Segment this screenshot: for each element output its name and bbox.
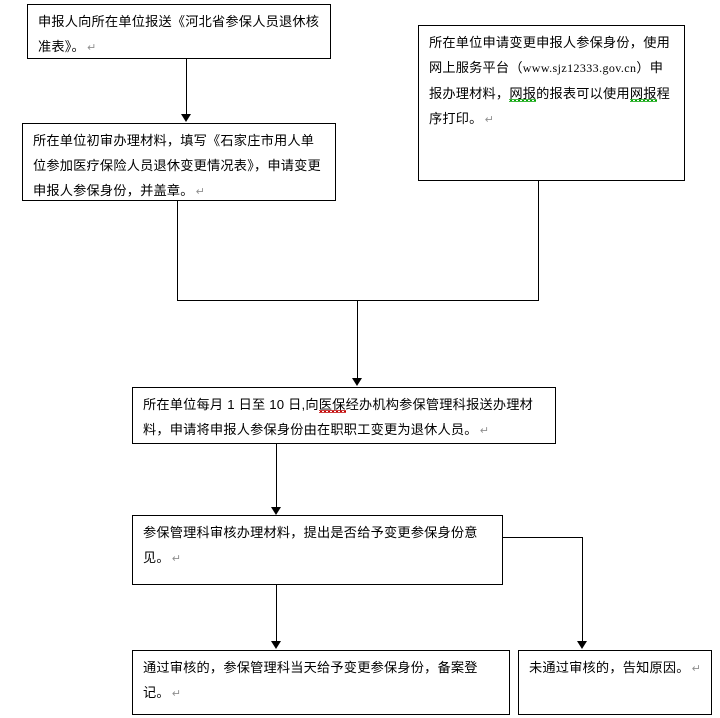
spelling-mark-1: 网报 xyxy=(509,86,537,101)
node-section-audit-text: 参保管理科审核办理材料，提出是否给予变更参保身份意见。↵ xyxy=(143,525,478,565)
connector-monthly-submit-to-audit-line xyxy=(276,444,277,508)
node-online-platform[interactable]: 所在单位申请变更申报人参保身份，使用网上服务平台（www.sjz12333.go… xyxy=(418,25,685,181)
return-mark: ↵ xyxy=(691,662,702,675)
connector-monthly-submit-to-audit-arrowhead xyxy=(271,507,281,515)
node-monthly-submit[interactable]: 所在单位每月 1 日至 10 日,向医保经办机构参保管理科报送办理材料，申请将申… xyxy=(132,387,556,444)
return-mark: ↵ xyxy=(479,424,490,437)
node-approved[interactable]: 通过审核的，参保管理科当天给予变更参保身份，备案登记。↵ xyxy=(132,650,510,715)
node-section-audit[interactable]: 参保管理科审核办理材料，提出是否给予变更参保身份意见。↵ xyxy=(132,515,503,585)
connector-merge-to-monthly-submit-line xyxy=(357,300,358,379)
node-employer-review[interactable]: 所在单位初审办理材料，填写《石家庄市用人单位参加医疗保险人员退休变更情况表》，申… xyxy=(22,123,336,201)
spelling-mark-2: 网报 xyxy=(629,86,657,101)
node-apply-submit[interactable]: 申报人向所在单位报送《河北省参保人员退休核准表》。↵ xyxy=(27,4,331,59)
connector-merge-to-monthly-submit-arrowhead xyxy=(352,378,362,386)
connector-employer-review-to-merge xyxy=(177,201,178,301)
connector-audit-to-approved-arrowhead xyxy=(271,641,281,649)
connector-audit-to-rejected-vertical xyxy=(582,537,583,642)
return-mark: ↵ xyxy=(171,687,182,700)
return-mark: ↵ xyxy=(195,185,206,198)
node-employer-review-text: 所在单位初审办理材料，填写《石家庄市用人单位参加医疗保险人员退休变更情况表》，申… xyxy=(33,133,321,198)
node-rejected[interactable]: 未通过审核的，告知原因。↵ xyxy=(518,650,712,715)
connector-audit-to-approved-line xyxy=(276,585,277,642)
node-rejected-text: 未通过审核的，告知原因。↵ xyxy=(529,660,702,675)
node-monthly-submit-text: 所在单位每月 1 日至 10 日,向医保经办机构参保管理科报送办理材料，申请将申… xyxy=(143,397,534,437)
return-mark: ↵ xyxy=(171,552,182,565)
return-mark: ↵ xyxy=(484,113,494,126)
connector-merge-bus xyxy=(177,300,539,301)
node-online-platform-text: 所在单位申请变更申报人参保身份，使用网上服务平台（www.sjz12333.go… xyxy=(429,35,670,126)
connector-apply-to-employer-review-arrowhead xyxy=(181,114,191,122)
connector-online-platform-to-merge xyxy=(538,181,539,301)
node-apply-submit-text: 申报人向所在单位报送《河北省参保人员退休核准表》。↵ xyxy=(38,14,320,54)
connector-audit-to-rejected-arrowhead xyxy=(577,641,587,649)
connector-apply-to-employer-review-line xyxy=(186,59,187,115)
node-approved-text: 通过审核的，参保管理科当天给予变更参保身份，备案登记。↵ xyxy=(143,660,478,700)
return-mark: ↵ xyxy=(86,41,97,54)
connector-audit-to-rejected-horizontal xyxy=(503,537,583,538)
platform-url: www.sjz12333.gov.cn xyxy=(522,61,637,75)
grammar-mark-1: 医保 xyxy=(318,397,346,412)
